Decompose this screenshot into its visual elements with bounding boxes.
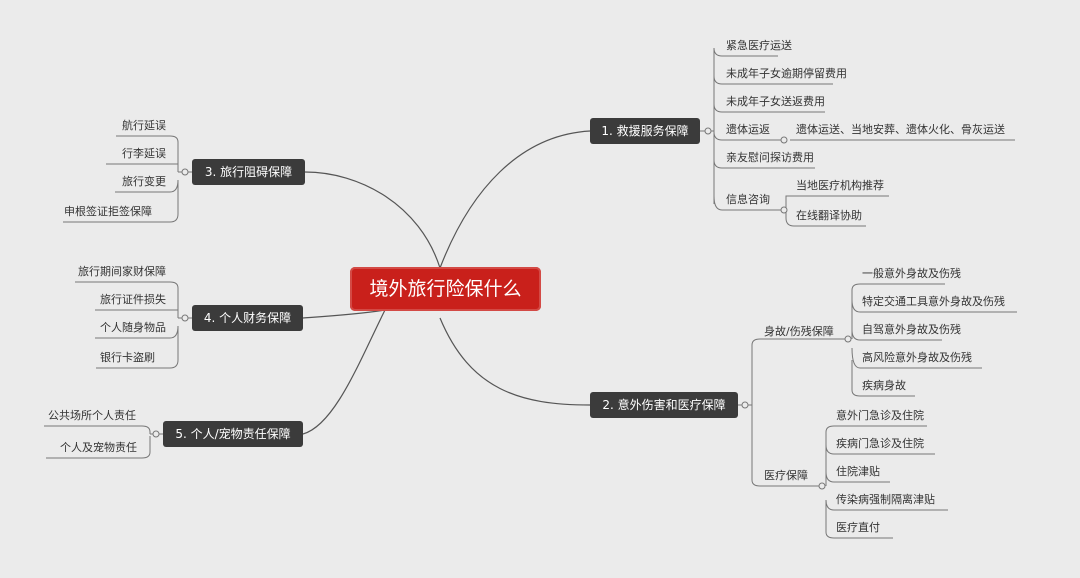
leaf-baggage-delay: 行李延误 xyxy=(122,147,166,160)
branch-travel-obstruction[interactable]: 3. 旅行阻碍保障 xyxy=(192,159,305,185)
group-death-disability: 身故/伤残保障 xyxy=(764,325,834,338)
leaf-illness-outpatient: 疾病门急诊及住院 xyxy=(836,437,924,450)
leaf-personal-belongings: 个人随身物品 xyxy=(100,321,166,334)
leaf-schengen-refusal: 申根签证拒签保障 xyxy=(64,205,152,218)
leaf-minor-return-cost: 未成年子女送返费用 xyxy=(726,95,825,108)
leaf-home-property: 旅行期间家财保障 xyxy=(78,265,166,278)
leaf-transport-accident-death: 特定交通工具意外身故及伤残 xyxy=(862,295,1005,308)
connector-center-b1 xyxy=(439,130,591,269)
leaf-high-risk-accident-death: 高风险意外身故及伤残 xyxy=(862,351,972,364)
leaf-flight-delay: 航行延误 xyxy=(122,119,166,132)
sub-local-medical-recommend: 当地医疗机构推荐 xyxy=(796,179,884,192)
connector-center-b4 xyxy=(302,309,386,319)
leaf-general-accident-death: 一般意外身故及伤残 xyxy=(862,267,961,280)
central-topic[interactable]: 境外旅行险保什么 xyxy=(350,267,541,311)
leaf-bank-card-fraud: 银行卡盗刷 xyxy=(100,351,155,364)
leaf-document-loss: 旅行证件损失 xyxy=(100,293,166,306)
leaf-hospital-allowance: 住院津贴 xyxy=(836,465,880,478)
leaf-direct-billing: 医疗直付 xyxy=(836,521,880,534)
leaf-information-consult: 信息咨询 xyxy=(726,193,770,206)
group-medical: 医疗保障 xyxy=(764,469,808,482)
leaf-public-liability: 公共场所个人责任 xyxy=(48,409,136,422)
leaf-emergency-medical-transport: 紧急医疗运送 xyxy=(726,39,792,52)
leaf-minor-overstay-cost: 未成年子女逾期停留费用 xyxy=(726,67,847,80)
leaf-relative-visit-cost: 亲友慰问探访费用 xyxy=(726,151,814,164)
leaf-pet-liability: 个人及宠物责任 xyxy=(60,441,137,454)
connector-center-b2 xyxy=(439,317,591,406)
branch-rescue-service[interactable]: 1. 救援服务保障 xyxy=(590,118,700,144)
sub-online-translation: 在线翻译协助 xyxy=(796,209,862,222)
leaf-quarantine-allowance: 传染病强制隔离津贴 xyxy=(836,493,935,506)
connector-center-b5 xyxy=(302,309,386,435)
branch-liability[interactable]: 5. 个人/宠物责任保障 xyxy=(163,421,303,447)
leaf-self-drive-accident-death: 自驾意外身故及伤残 xyxy=(862,323,961,336)
leaf-remains-repatriation: 遗体运返 xyxy=(726,123,770,136)
branch-personal-property[interactable]: 4. 个人财务保障 xyxy=(192,305,303,331)
sub-remains-details: 遗体运送、当地安葬、遗体火化、骨灰运送 xyxy=(796,123,1005,136)
leaf-illness-death: 疾病身故 xyxy=(862,379,906,392)
connector-center-b3 xyxy=(304,171,441,269)
branch-accident-medical[interactable]: 2. 意外伤害和医疗保障 xyxy=(590,392,738,418)
leaf-trip-change: 旅行变更 xyxy=(122,175,166,188)
leaf-accident-outpatient: 意外门急诊及住院 xyxy=(836,409,924,422)
